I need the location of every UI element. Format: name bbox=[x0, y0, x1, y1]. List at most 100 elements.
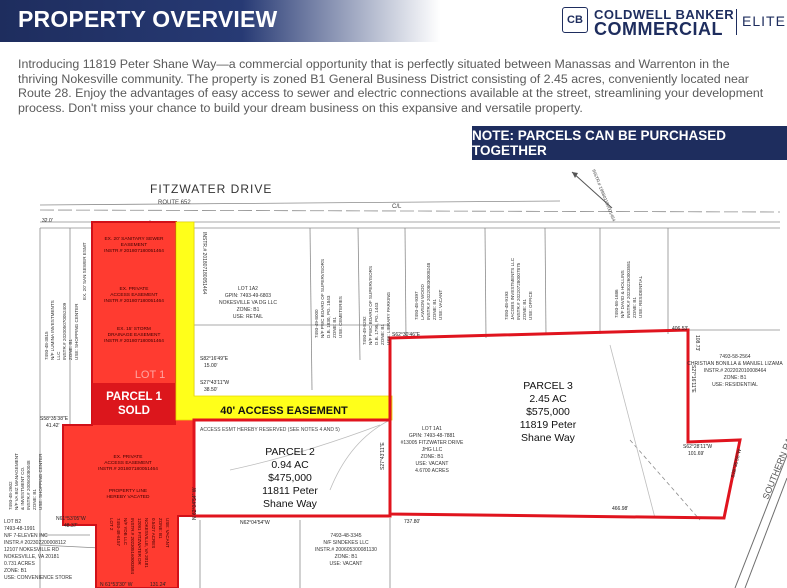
jacobs-line-4: ZONE: B1 bbox=[522, 299, 527, 320]
lot1a2-line-2: GPIN: 7493-49-6803 bbox=[225, 293, 271, 299]
logo-line-1: COLDWELL BANKER bbox=[594, 7, 735, 22]
lot2-line-2: 7493-48-6157 bbox=[116, 518, 121, 547]
west-line-2: N/F VA BIZ MANAGEMENT bbox=[14, 453, 19, 510]
lot2-line-7: 0.5427 ACRES bbox=[151, 518, 156, 548]
parcel-1-ghost-label: LOT 1 bbox=[135, 369, 165, 381]
access2-label-1: EX. PRIVATE bbox=[114, 454, 143, 460]
bonilla-line-3: INSTR.# 202202010008464 bbox=[704, 368, 766, 374]
sewer-label-1: EX. 20' SANITARY SEWER bbox=[104, 236, 164, 242]
mccaffrey-annotation: 7493-58-1686 N/F DAVID & HOLLINS INSTR.#… bbox=[614, 260, 643, 318]
bearing-3: S58°35'38"E bbox=[40, 416, 69, 422]
lawson-line-2: LAWSON WOOD bbox=[420, 284, 425, 320]
lotb2-line-5: 12107 NOKESVILLE RD bbox=[4, 547, 59, 553]
bearing-4: N61°53'05"W bbox=[56, 516, 86, 522]
bearing-4-distance: 48.37' bbox=[64, 523, 78, 529]
parcel-2-boundary bbox=[192, 418, 392, 518]
lot1a1-line-1: LOT 1A1 bbox=[422, 426, 442, 432]
sindekes-line-2: N/F SINDEKES LLC bbox=[323, 540, 369, 546]
note-banner: NOTE: PARCELS CAN BE PURCHASED TOGETHER bbox=[472, 126, 787, 160]
lot1a2-line-1: LOT 1A2 bbox=[238, 286, 258, 292]
bearing-7: S27°43'11"E bbox=[380, 442, 386, 470]
parcel-3-acres: 2.45 AC bbox=[529, 393, 567, 405]
header: PROPERTY OVERVIEW CB COLDWELL BANKER COM… bbox=[0, 0, 787, 44]
bearing-12: 737.80' bbox=[404, 519, 420, 525]
bearing-10-distance: 101.69' bbox=[688, 451, 704, 457]
parcel-3-price: $575,000 bbox=[526, 406, 570, 418]
bearing-labels: S82°16'49"E 15.00' S27°43'11"W 38.50' S5… bbox=[40, 218, 712, 588]
access-label-3: INSTR.# 201807180051464 bbox=[104, 298, 164, 304]
pwcsb2-line-4: ZONE: B1 bbox=[380, 324, 385, 345]
west-line-1: 7493-48-2602 bbox=[8, 481, 13, 510]
pwcsb-2-annotation: 7493-49-8292 N/F PWC BOARD OF SUPERVISOR… bbox=[362, 266, 391, 345]
lot2-line-3: N/F YDB LLC bbox=[123, 518, 128, 546]
lotb2-line-8: ZONE: B1 bbox=[4, 568, 27, 574]
lawson-line-4: ZONE: B1 bbox=[432, 299, 437, 320]
bonilla-annotation: 7493-58-2564 CHRISTIAN BONILLA & MANUEL … bbox=[687, 354, 783, 388]
lotb2-line-1: LOT B2 bbox=[4, 519, 21, 525]
vacated-label-1: PROPERTY LINE bbox=[109, 488, 147, 494]
bearing-6: N62°04'54"W bbox=[240, 520, 270, 526]
storm-label-2: DRAINAGE EASEMENT bbox=[108, 332, 161, 338]
sindekes-line-4: ZONE: B1 bbox=[335, 554, 358, 560]
road-name: FITZWATER DRIVE bbox=[150, 182, 272, 196]
sewer-label-2: EASEMENT bbox=[121, 242, 147, 248]
instr-middle: INSTR.# 201807180051464 bbox=[201, 232, 207, 294]
pwcsb1-line-4: ZONE: B1 bbox=[332, 317, 337, 338]
bearing-10: S62°28'11"W bbox=[683, 444, 712, 450]
west-parcel-annotation: 7493-48-2602 N/F VA BIZ MANAGEMENT & INV… bbox=[8, 453, 43, 510]
lawson-line-1: 7493-48-9397 bbox=[414, 291, 419, 320]
pwcsb2-line-5: USE: LIBRARY PARKING bbox=[386, 291, 391, 345]
parcel-3-name: PARCEL 3 bbox=[523, 380, 573, 392]
lotb2-line-7: 0.731 ACRES bbox=[4, 561, 36, 567]
parcel-1-status: SOLD bbox=[118, 405, 150, 417]
west-sewer-label: EX. 20' SAN SEWER ESMT bbox=[82, 242, 87, 300]
pwcsb2-line-3: D.B. 1795, PG. 1443 bbox=[374, 302, 379, 345]
west-top-annotation: 7493-48-3815 N/F LUMINA INVESTMENTS LLC … bbox=[44, 242, 87, 360]
lotb2-line-9: USE: CONVENIENCE STORE bbox=[4, 575, 73, 581]
pwcsb1-line-3: D.B. 1830, PG. 1843 bbox=[326, 295, 331, 338]
bearing-8-distance: 406.53' bbox=[672, 326, 688, 332]
easement-label: 40' ACCESS EASEMENT bbox=[220, 405, 348, 417]
access-note: ACCESS ESMT HEREBY RESERVED (SEE NOTES 4… bbox=[200, 427, 340, 433]
access-easement-area bbox=[175, 221, 393, 421]
west-top-line-3: LLC bbox=[56, 351, 61, 360]
road-route: ROUTE 652 bbox=[158, 200, 191, 206]
storm-label-3: INSTR.# 201807180051464 bbox=[104, 338, 164, 344]
mccaffrey-line-3: INSTR.# 202302260003581 bbox=[626, 260, 631, 318]
bearing-9-distance: 108.73' bbox=[694, 335, 700, 351]
sewer-label-3: INSTR.# 201807180051464 bbox=[104, 248, 164, 254]
lot1a1-line-3: #13005 FITZWATER DRIVE bbox=[401, 440, 464, 446]
lot1a1-line-4: JHG LLC bbox=[422, 447, 443, 453]
bearing-5-distance: 131.24' bbox=[150, 582, 166, 588]
lot2-line-8: ZONE: B1 bbox=[158, 518, 163, 539]
bonilla-line-1: 7493-58-2564 bbox=[719, 354, 750, 360]
bearing-9: S27°16'11"E bbox=[690, 365, 696, 393]
bearing-11-distance: 466.98' bbox=[612, 506, 628, 512]
road-centerline: C/L bbox=[392, 204, 402, 210]
pwcsb1-line-5: USE: CEMETERIES bbox=[338, 296, 343, 338]
bonilla-line-4: ZONE: B1 bbox=[724, 375, 747, 381]
jacobs-annotation: 7493-48-9193 JACOBS INVESTMENTS LLC INST… bbox=[504, 257, 533, 320]
bonilla-line-2: CHRISTIAN BONILLA & MANUEL LIZAMA bbox=[687, 361, 783, 367]
access2-label-3: INSTR.# 201807180051464 bbox=[98, 466, 158, 472]
lotb2-line-2: 7493-48-1991 bbox=[4, 526, 35, 532]
pwcsb1-line-2: N/F PWC BOARD OF SUPERVISORS bbox=[320, 259, 325, 338]
west-top-line-6: USE: SHOPPING CENTER bbox=[74, 303, 79, 360]
lot1a1-line-5: ZONE: B1 bbox=[421, 454, 444, 460]
lot1a1-line-2: GPIN: 7493-48-7881 bbox=[409, 433, 455, 439]
lot2-line-9: USE: VACANT bbox=[165, 518, 170, 548]
bearing-11: N 62°04'54" W bbox=[192, 487, 198, 520]
parcel-2-acres: 0.94 AC bbox=[271, 459, 309, 471]
west-top-line-1: 7493-48-3815 bbox=[44, 331, 49, 360]
mccaffrey-line-1: 7493-58-1686 bbox=[614, 289, 619, 318]
parcel-2-price: $475,000 bbox=[268, 472, 312, 484]
jacobs-line-1: 7493-48-9193 bbox=[504, 291, 509, 320]
bonilla-line-5: USE: RESIDENTIAL bbox=[712, 382, 758, 388]
mccaffrey-line-2: N/F DAVID & HOLLINS bbox=[620, 270, 625, 318]
parcel-1-annotations: EX. 20' SANITARY SEWER EASEMENT INSTR.# … bbox=[98, 236, 164, 500]
sindekes-annotation: 7493-48-3345 N/F SINDEKES LLC INSTR.# 20… bbox=[315, 533, 377, 567]
lawson-line-3: INSTR.# 202208030008248 bbox=[426, 262, 431, 320]
site-plan-map: SOUTHERN RAILROAD FITZWATER DRIVE ROUTE … bbox=[0, 165, 787, 588]
lot-b2-annotation: LOT B2 7493-48-1991 N/F 7-ELEVEN INC INS… bbox=[4, 519, 73, 581]
lot2-line-1: LOT 2 bbox=[109, 518, 114, 531]
